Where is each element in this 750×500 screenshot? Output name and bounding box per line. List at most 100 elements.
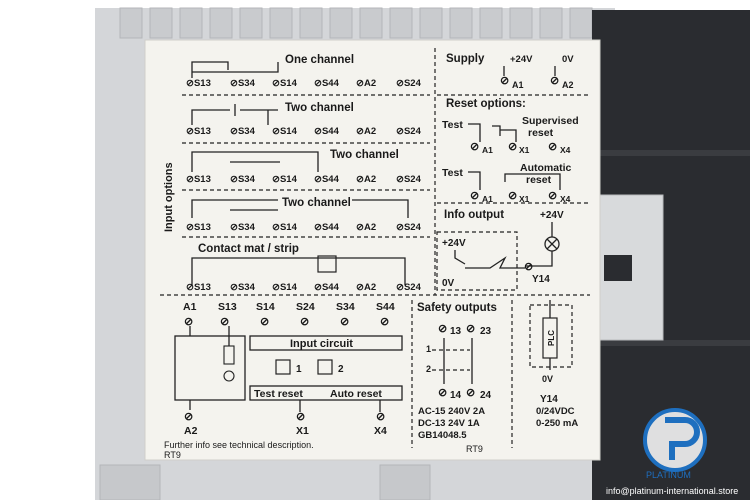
input-options-title: Input options: [163, 162, 175, 232]
reset-title: Reset options:: [446, 98, 526, 110]
svg-text:⊘: ⊘: [220, 316, 229, 328]
svg-text:⊘S44: ⊘S44: [314, 174, 340, 185]
supply-a1: A1: [512, 80, 524, 90]
reset-x1-2: X1: [519, 194, 530, 204]
bottom-x1: X1: [296, 425, 309, 437]
bottom-terminal: S14: [256, 301, 275, 313]
bottom-terminal: S44: [376, 301, 395, 313]
supply-plus: +24V: [510, 54, 533, 65]
test-reset-label: Test reset: [254, 388, 303, 400]
info-plc: PLC: [547, 330, 556, 346]
svg-text:⊘: ⊘: [438, 323, 447, 335]
safety-contact-1: 1: [426, 344, 431, 354]
reset-test-2: Test: [442, 167, 463, 179]
svg-text:⊘: ⊘: [340, 316, 349, 328]
svg-text:⊘S34: ⊘S34: [230, 174, 256, 185]
option-title: Contact mat / strip: [198, 243, 299, 255]
svg-text:⊘: ⊘: [300, 316, 309, 328]
svg-text:⊘S44: ⊘S44: [314, 222, 340, 233]
safety-24: 24: [480, 390, 492, 401]
relay-2: 2: [338, 364, 344, 375]
watermark-email: info@platinum-international.store: [606, 486, 738, 496]
rating-dc13: DC-13 24V 1A: [418, 418, 480, 429]
bottom-x4: X4: [374, 425, 387, 437]
reset-a1-2: A1: [482, 194, 493, 204]
reset-supervised: Supervised: [522, 115, 579, 127]
supply-zero: 0V: [562, 54, 574, 65]
reset-x4-2: X4: [560, 194, 571, 204]
svg-text:⊘S24: ⊘S24: [396, 126, 422, 137]
safety-contact-2: 2: [426, 364, 431, 374]
svg-text:⊘S44: ⊘S44: [314, 126, 340, 137]
input-option-4: Two channel: [191, 197, 409, 218]
svg-text:⊘S13: ⊘S13: [186, 78, 211, 89]
reset-options-section: Reset options: Test Supervised reset ⊘ A…: [442, 98, 579, 204]
reset-automatic: Automatic: [520, 162, 571, 174]
rating-standard: GB14048.5: [418, 430, 467, 441]
info-zero-right: 0V: [542, 374, 553, 384]
svg-text:⊘S13: ⊘S13: [186, 174, 211, 185]
svg-text:⊘: ⊘: [184, 316, 193, 328]
svg-text:⊘S13: ⊘S13: [186, 282, 211, 293]
svg-text:⊘S13: ⊘S13: [186, 222, 211, 233]
further-info-note: Further info see technical description.: [164, 440, 314, 450]
supply-title: Supply: [446, 53, 485, 65]
svg-text:⊘S14: ⊘S14: [272, 78, 298, 89]
option-title: Two channel: [285, 102, 354, 114]
y14-spec: Y14 0/24VDC 0-250 mA: [536, 394, 578, 429]
relay-1: 1: [296, 364, 302, 375]
svg-text:⊘S34: ⊘S34: [230, 282, 256, 293]
svg-text:⊘A2: ⊘A2: [356, 126, 376, 137]
bottom-terminal: S13: [218, 301, 237, 313]
safety-14: 14: [450, 390, 462, 401]
auto-reset-label: Auto reset: [330, 388, 382, 400]
svg-text:⊘S24: ⊘S24: [396, 78, 422, 89]
svg-text:⊘: ⊘: [550, 75, 559, 87]
info-plus-left: +24V: [442, 238, 466, 249]
svg-text:⊘: ⊘: [376, 411, 385, 423]
bottom-terminal: A1: [183, 301, 197, 313]
option-title: One channel: [285, 54, 354, 66]
info-y14: Y14: [532, 274, 550, 285]
safety-23: 23: [480, 326, 492, 337]
svg-text:⊘: ⊘: [470, 190, 479, 202]
bottom-terminal: S34: [336, 301, 355, 313]
reset-x1-1: X1: [519, 145, 530, 155]
y14-title: Y14: [540, 394, 558, 405]
svg-text:⊘: ⊘: [380, 316, 389, 328]
svg-text:⊘: ⊘: [508, 190, 517, 202]
svg-text:⊘A2: ⊘A2: [356, 282, 376, 293]
svg-text:⊘: ⊘: [466, 323, 475, 335]
svg-text:⊘S34: ⊘S34: [230, 126, 256, 137]
svg-text:⊘: ⊘: [470, 141, 479, 153]
rt9-right: RT9: [466, 444, 483, 454]
svg-text:⊘A2: ⊘A2: [356, 174, 376, 185]
svg-text:⊘: ⊘: [548, 141, 557, 153]
svg-text:⊘A2: ⊘A2: [356, 222, 376, 233]
input-option-5: Contact mat / strip: [191, 243, 406, 285]
svg-text:⊘S34: ⊘S34: [230, 78, 256, 89]
cooling-fins: [119, 7, 593, 39]
safety-title: Safety outputs: [417, 302, 497, 314]
safety-13: 13: [450, 326, 462, 337]
svg-text:⊘S14: ⊘S14: [272, 282, 298, 293]
input-option-1: One channel: [191, 54, 354, 78]
svg-text:⊘: ⊘: [438, 387, 447, 399]
info-title: Info output: [444, 209, 504, 221]
svg-text:⊘: ⊘: [500, 75, 509, 87]
bottom-a2: A2: [184, 425, 198, 437]
rt9-left: RT9: [164, 450, 181, 460]
bottom-fins: [99, 464, 431, 500]
input-option-2: Two channel: [191, 102, 354, 125]
safety-outputs-section: Safety outputs ⊘ 13 ⊘ 23 1 2 ⊘ 14 ⊘ 24 A…: [417, 302, 497, 454]
option-title: Two channel: [282, 197, 351, 209]
svg-text:⊘: ⊘: [296, 411, 305, 423]
svg-text:⊘: ⊘: [524, 261, 533, 273]
input-circuit-label: Input circuit: [290, 338, 353, 350]
svg-text:⊘S13: ⊘S13: [186, 126, 211, 137]
reset-supervised-2: reset: [528, 127, 554, 139]
svg-text:⊘S44: ⊘S44: [314, 282, 340, 293]
svg-text:⊘: ⊘: [184, 411, 193, 423]
terminal-rows: ⊘S13 ⊘S34 ⊘S14 ⊘S44 ⊘A2 ⊘S24 ⊘S13 ⊘S34 ⊘S14 ⊘S…: [186, 78, 422, 293]
